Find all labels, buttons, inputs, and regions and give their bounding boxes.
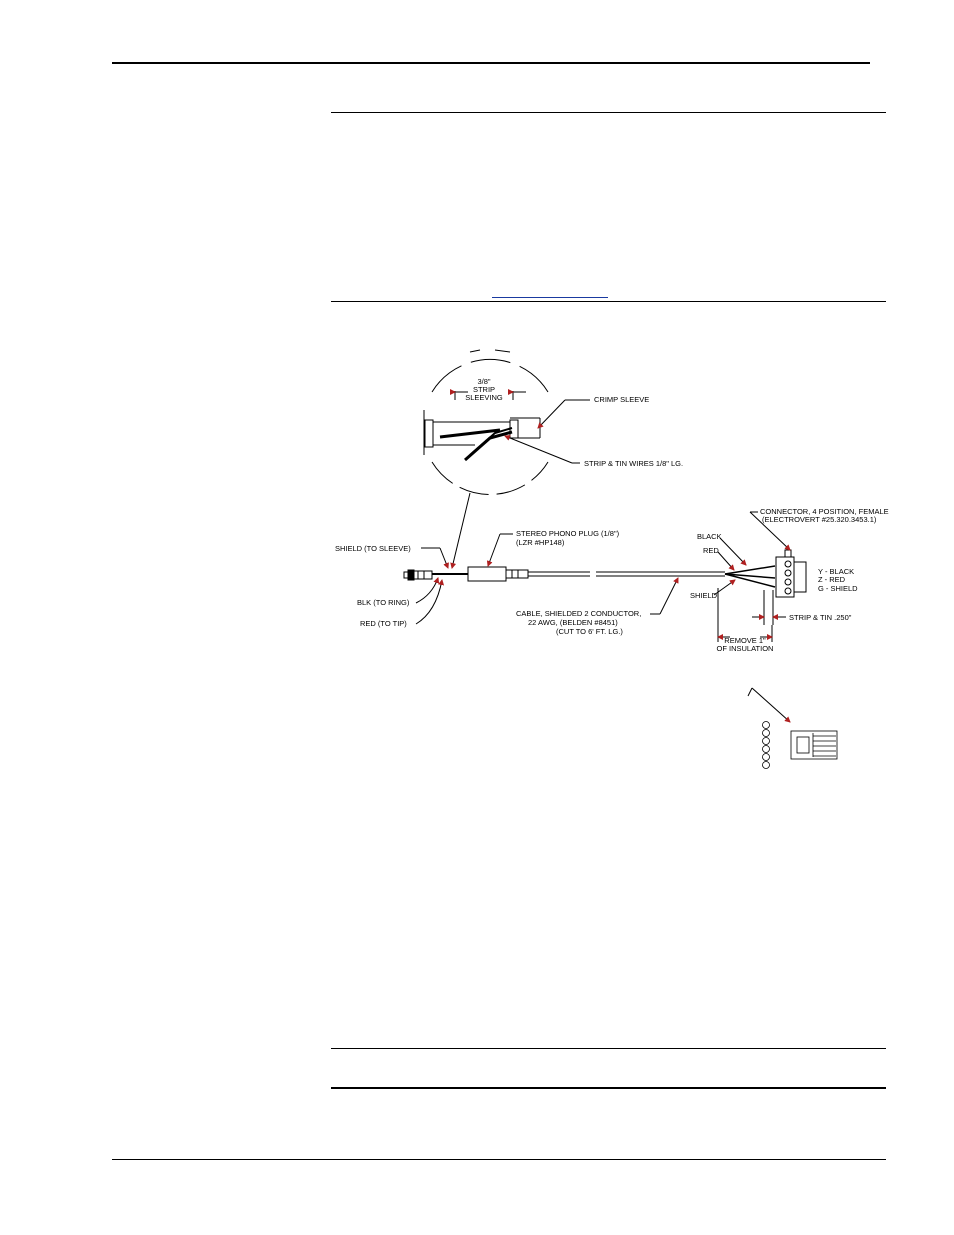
remove-insulation-line-2: OF INSULATION <box>717 644 774 653</box>
footer-rule <box>112 1159 886 1160</box>
connector-block <box>775 549 807 598</box>
detail-circle <box>423 349 549 495</box>
remove-insulation-line-1: REMOVE 1" <box>724 636 766 645</box>
strip-sleeving-line-3: SLEEVING <box>465 393 503 402</box>
section-rule-2 <box>331 301 886 302</box>
red-to-tip-label: RED (TO TIP) <box>360 619 407 628</box>
connector-title-line-1: CONNECTOR, 4 POSITION, FEMALE <box>760 507 889 516</box>
red-wire-label: RED <box>703 546 719 555</box>
hyperlink-underline[interactable] <box>492 297 608 298</box>
cable <box>528 565 776 588</box>
cable-label-line-1: CABLE, SHIELDED 2 CONDUCTOR, <box>516 609 641 618</box>
pin-g-label: G - SHIELD <box>818 584 858 593</box>
stereo-plug-line-1: STEREO PHONO PLUG (1/8") <box>516 529 620 538</box>
stereo-plug-line-2: (LZR #HP148) <box>516 538 565 547</box>
phono-plug <box>403 566 529 582</box>
blk-to-ring-label: BLK (TO RING) <box>357 598 410 607</box>
mating-connector <box>762 721 838 769</box>
strip-sleeving-line-2: STRIP <box>473 385 495 394</box>
plug-detail <box>424 389 541 462</box>
connector-title-line-2: (ELECTROVERT #25.320.3453.1) <box>762 515 877 524</box>
strip-tin-wires-label: STRIP & TIN WIRES 1/8" LG. <box>584 459 683 468</box>
pin-y-label: Y - BLACK <box>818 567 854 576</box>
crimp-sleeve-label: CRIMP SLEEVE <box>594 395 649 404</box>
section-rule-top <box>331 112 886 113</box>
strip-tin-250-label: STRIP & TIN .250" <box>789 613 852 622</box>
shield-to-sleeve-label: SHIELD (TO SLEEVE) <box>335 544 411 553</box>
section-rule-3 <box>331 1048 886 1049</box>
shield-wire-label: SHIELD <box>690 591 718 600</box>
cable-label-line-2: 22 AWG, (BELDEN #8451) <box>528 618 618 627</box>
header-rule <box>112 62 870 64</box>
black-wire-label: BLACK <box>697 532 722 541</box>
strip-sleeving-line-1: 3/8" <box>477 377 490 386</box>
pin-z-label: Z - RED <box>818 575 846 584</box>
cable-label-line-3: (CUT TO 6' FT. LG.) <box>556 627 623 636</box>
section-rule-4 <box>331 1087 886 1089</box>
